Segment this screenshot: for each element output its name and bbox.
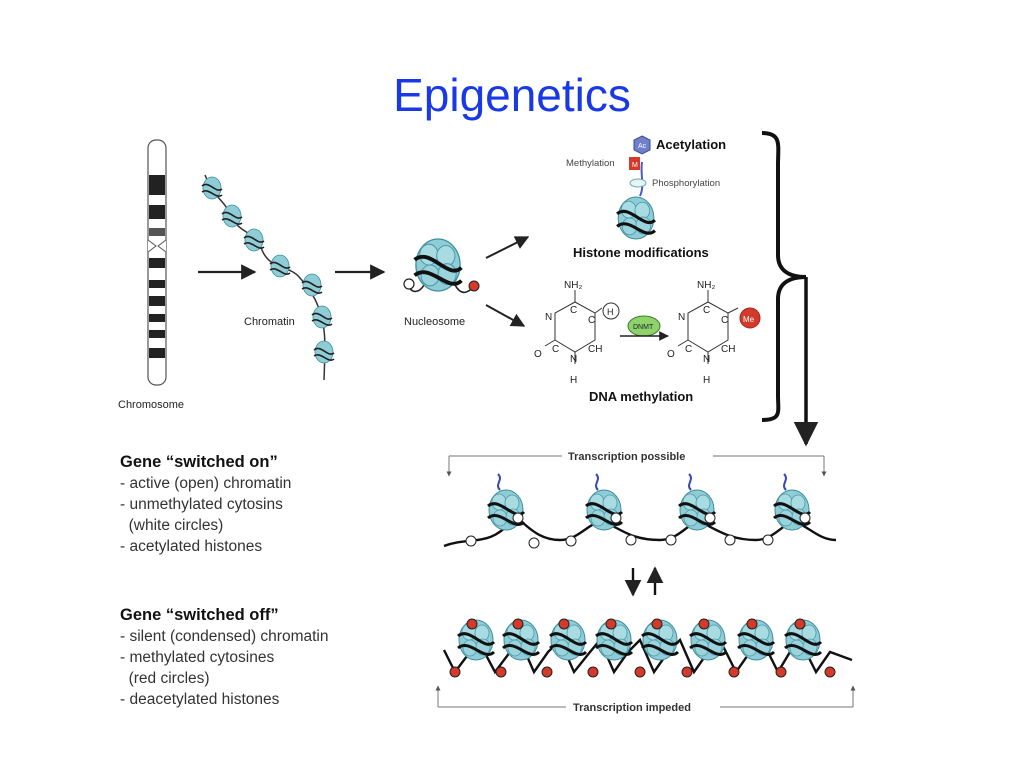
gene-off-item: (red circles) — [120, 670, 210, 687]
phosphorylation-label: Phosphorylation — [652, 178, 720, 189]
cytosine-right — [677, 290, 761, 364]
methylation-label: Methylation — [566, 158, 615, 169]
nucleosome-label: Nucleosome — [404, 316, 465, 328]
arrow-to-dna-methylation — [485, 304, 526, 327]
right-brace — [761, 131, 807, 422]
methyl-badge — [629, 157, 640, 170]
histone-modifications — [615, 135, 657, 241]
chem-ch-left: CH — [588, 344, 602, 355]
chromosome-label: Chromosome — [118, 399, 184, 411]
chem-n-right-1: N — [678, 312, 685, 323]
chem-c-right-3: C — [685, 344, 692, 355]
chem-o-left: O — [534, 349, 542, 360]
gene-on-item: - acetylated histones — [120, 538, 263, 555]
gene-on-item: - unmethylated cytosins — [120, 496, 283, 513]
gene-on-heading: Gene “switched on” — [120, 453, 278, 471]
dnmt-label: DNMT — [633, 324, 654, 331]
slide-title: Epigenetics — [393, 69, 631, 121]
dna-methylation-label: DNA methylation — [589, 389, 693, 404]
chem-h-left: H — [570, 375, 577, 386]
gene-off-item: - silent (condensed) chromatin — [120, 628, 329, 645]
gene-on-item: - active (open) chromatin — [120, 475, 292, 492]
gene-off-item: - deacetylated histones — [120, 691, 280, 708]
chem-nh2-right: NH₂ — [697, 280, 715, 291]
me-badge-text: Me — [743, 315, 755, 324]
transcription-impeded-label: Transcription impeded — [573, 702, 691, 714]
chem-c-left: C — [570, 305, 577, 316]
chem-h-right: H — [703, 375, 710, 386]
gene-on-block: Gene “switched on” - active (open) chrom… — [120, 452, 420, 557]
chem-c-right-2: C — [721, 315, 728, 326]
chem-o-right: O — [667, 349, 675, 360]
chem-c-right: C — [703, 305, 710, 316]
transcription-possible-label: Transcription possible — [568, 451, 685, 463]
m-badge-text: M — [632, 162, 638, 169]
h-badge-text: H — [607, 307, 614, 317]
chromatin-fiber — [201, 174, 335, 381]
chem-nh2-left: NH₂ — [564, 280, 582, 291]
chem-n-left-2: N — [570, 354, 577, 365]
chem-n-left-1: N — [545, 312, 552, 323]
gene-off-item: - methylated cytosines — [120, 649, 275, 666]
transcription-possible-bracket — [446, 455, 827, 477]
nucleosome — [403, 237, 480, 294]
acetyl-badge — [633, 135, 651, 155]
histone-modifications-label: Histone modifications — [573, 245, 709, 260]
chromosome — [147, 139, 167, 386]
open-chromatin — [443, 473, 837, 549]
ac-badge-text: Ac — [638, 143, 647, 150]
chem-c-left-2: C — [588, 315, 595, 326]
arrow-to-histone-mods — [485, 236, 530, 259]
chem-ch-right: CH — [721, 344, 735, 355]
chem-n-right-2: N — [703, 354, 710, 365]
gene-off-heading: Gene “switched off” — [120, 606, 279, 624]
acetylation-label: Acetylation — [656, 137, 726, 152]
cytosine-left — [544, 290, 620, 364]
condensed-chromatin — [442, 618, 853, 678]
chromatin-label: Chromatin — [244, 316, 295, 328]
gene-on-item: (white circles) — [120, 517, 224, 534]
transcription-impeded-bracket — [435, 685, 856, 708]
gene-off-block: Gene “switched off” - silent (condensed)… — [120, 605, 420, 710]
chem-c-left-3: C — [552, 344, 559, 355]
